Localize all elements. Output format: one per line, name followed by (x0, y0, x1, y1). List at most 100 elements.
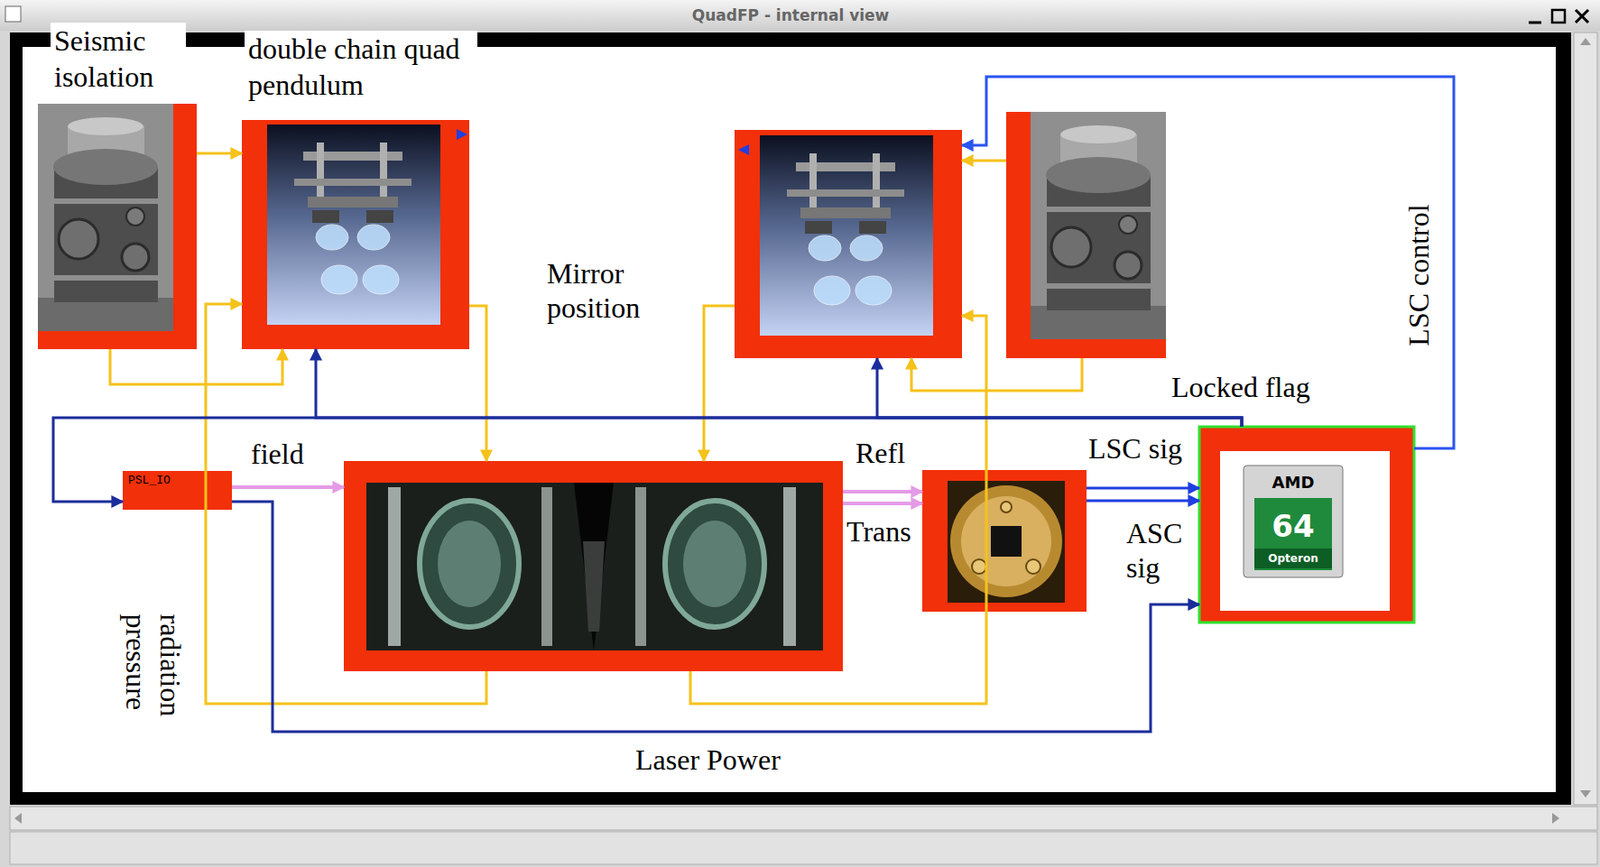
pendulum-art-part (734, 129, 962, 359)
signal-wire (842, 490, 923, 494)
title-bar-part (1575, 9, 1589, 23)
chip-marking: 64 (1271, 508, 1314, 545)
chip-marking: AMD (1272, 472, 1315, 492)
signal-wire (315, 349, 1242, 427)
pendulum-box (734, 129, 962, 359)
title-bar-part (5, 6, 21, 22)
cavity-art-part (388, 487, 401, 647)
signal-wire (110, 349, 283, 385)
computer-art-part (1254, 548, 1332, 569)
scrollbars-part (14, 813, 22, 824)
laser-art (122, 471, 232, 510)
seismic-box (1006, 111, 1166, 359)
signal-wire (911, 358, 1083, 391)
pendulum-art-part (759, 135, 934, 336)
laser-box: PSL_IO (122, 471, 232, 510)
signal-label: LSC sig (1085, 431, 1185, 466)
signal-wire (961, 76, 1454, 449)
scrollbars-part (1573, 32, 1598, 805)
title-bar-part (1552, 9, 1565, 23)
signal-label: field (248, 436, 307, 472)
pendulum-art-part (738, 144, 750, 156)
signal-label: radiation pressure (119, 611, 188, 734)
seismic-art-part (1030, 111, 1166, 340)
photodiode-art-part (1026, 559, 1041, 574)
computer-art-part (1220, 451, 1390, 611)
box-heading: Seismic isolation (50, 22, 186, 95)
cavity-art-part (665, 500, 765, 628)
title-bar-part (0, 0, 1600, 31)
seismic-art-part (1006, 111, 1166, 359)
laser-art-part (122, 471, 232, 510)
computer-art-part (1254, 498, 1332, 571)
photodiode-art-part (950, 485, 1063, 598)
scrollbars-part (1552, 813, 1560, 824)
computer-art (1199, 426, 1415, 623)
signal-label: Mirror position (544, 256, 662, 325)
computer-art-part (1243, 465, 1343, 578)
cavity-art-part (635, 487, 647, 647)
cavity-art-part (541, 487, 553, 647)
signal-label: LSC control (1401, 201, 1436, 349)
photodiode-art-part (971, 559, 987, 574)
scrollbars-part (1580, 37, 1591, 46)
pendulum-art (241, 120, 962, 359)
signal-wire (961, 159, 1007, 163)
box-heading: double chain quad pendulum (244, 30, 478, 103)
signal-label: Trans (843, 514, 915, 549)
cavity-box (343, 461, 843, 672)
scrollbars-part (9, 806, 1598, 831)
seismic-box: Seismic isolation (37, 103, 197, 350)
scrollbars-part (1580, 790, 1591, 798)
signal-wire (1086, 499, 1200, 503)
cavity-art-part (343, 461, 843, 672)
pendulum-art-part (456, 129, 468, 140)
seismic-art-part (37, 103, 197, 350)
cavity-art-part (366, 482, 824, 651)
photodiode-art (922, 470, 1087, 612)
scrollbars (9, 32, 1598, 865)
pendulum-box: double chain quad pendulum (241, 120, 470, 350)
pendulum-art-part (267, 124, 441, 325)
signal-label: Laser Power (632, 742, 784, 777)
window-title: QuadFP - internal view (692, 6, 890, 25)
signal-wire (690, 315, 987, 704)
title-bar (0, 0, 1600, 31)
cavity-art-part (783, 487, 796, 647)
signal-wire (231, 501, 1200, 732)
pendulum-art-part (241, 120, 470, 350)
signal-wire (205, 304, 487, 704)
photodiode-art-part (990, 526, 1022, 557)
cavity-art-part (683, 520, 747, 608)
view-frame (9, 32, 1572, 805)
view-frame-part (9, 32, 1572, 805)
photodiode-art-part (947, 480, 1065, 603)
signal-wire (196, 152, 242, 156)
photodiode-art-part (922, 470, 1087, 612)
title-bar-part (1528, 21, 1542, 25)
view-frame-part (22, 46, 1556, 793)
cavity-art-part (582, 541, 605, 632)
computer-art-part (1199, 426, 1415, 623)
cavity-art-part (573, 482, 614, 651)
photodiode-art-part (1000, 501, 1012, 513)
signal-wire (469, 305, 487, 462)
signal-label: ASC sig (1123, 516, 1198, 585)
signal-wire (842, 501, 923, 506)
signal-wire (231, 485, 344, 490)
photodiode-art-part (961, 496, 1052, 587)
chip-marking: Opteron (1267, 552, 1318, 565)
signal-wire (703, 305, 735, 462)
seismic-art-part (37, 103, 174, 332)
scrollbars-part (9, 832, 1598, 865)
cavity-art (343, 461, 843, 672)
cavity-art-part (419, 500, 519, 628)
cavity-art-part (437, 520, 501, 608)
signal-wire (53, 417, 1242, 502)
block-name: PSL_IO (128, 473, 171, 489)
signal-label: Refl (852, 435, 908, 471)
